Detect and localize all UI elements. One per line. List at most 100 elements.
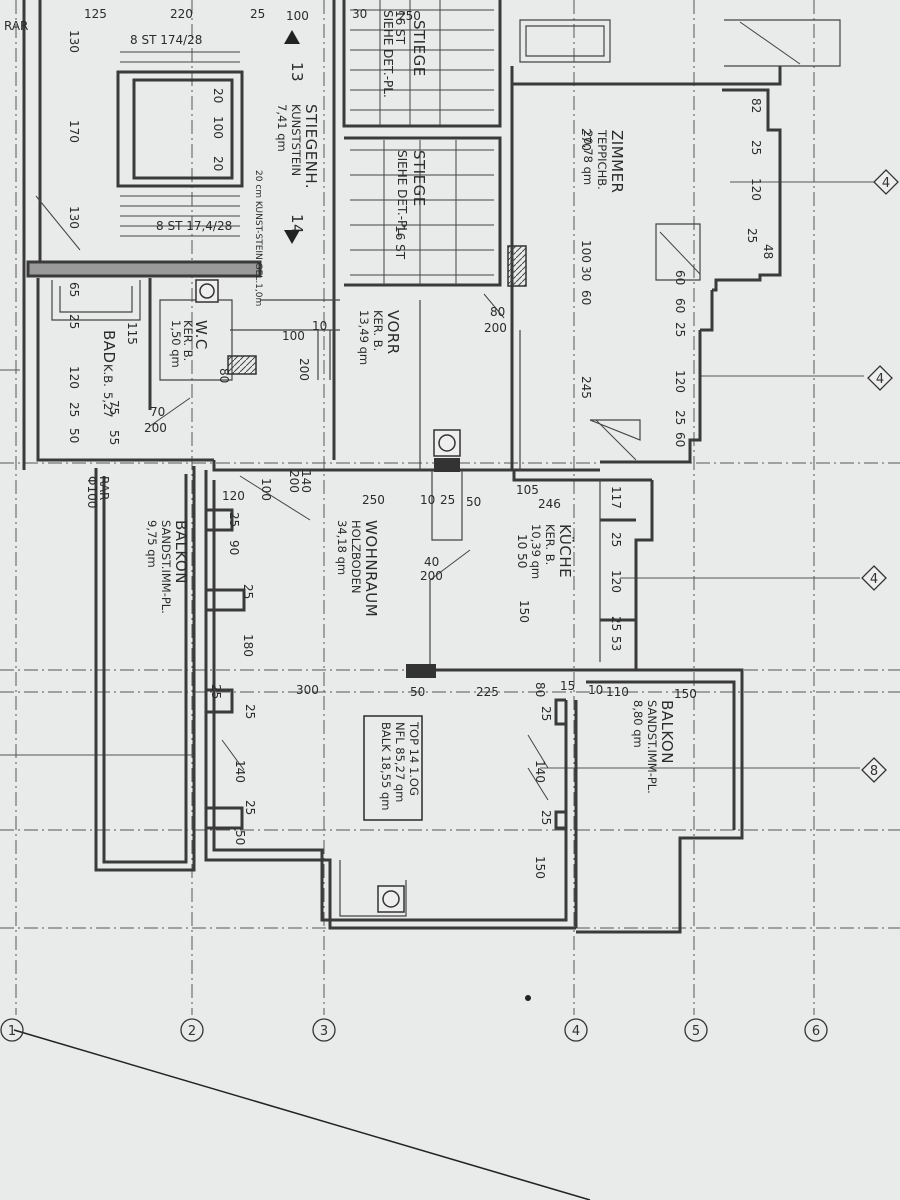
dim: 10 bbox=[420, 493, 435, 507]
axis-marker: 3 bbox=[312, 1018, 336, 1042]
axis-marker: 6 bbox=[804, 1018, 828, 1042]
dim: 25 bbox=[209, 684, 223, 699]
dim: 100 bbox=[211, 116, 225, 139]
diameter-label: Φ100 bbox=[85, 476, 99, 508]
dim: 200 bbox=[287, 470, 301, 493]
dim: 55 bbox=[107, 430, 121, 445]
dim: 140 bbox=[233, 760, 247, 783]
dim: 48 bbox=[761, 244, 775, 259]
door-swings bbox=[35, 21, 801, 801]
section-marker-label: 4 bbox=[876, 372, 884, 387]
room-area: 8,80 qm bbox=[631, 700, 645, 748]
dim: 40 bbox=[424, 555, 439, 569]
top-line-1: TOP 14 1.OG bbox=[407, 721, 421, 796]
dim: 225 bbox=[476, 685, 499, 699]
dim: 150 bbox=[517, 600, 531, 623]
axis-marker-label: 1 bbox=[8, 1024, 16, 1039]
room-name: BALKON bbox=[658, 700, 676, 764]
room-name: BALKON bbox=[172, 520, 190, 584]
dim: 250 bbox=[398, 9, 421, 23]
dim: 75 bbox=[107, 400, 121, 415]
dim: 200 bbox=[420, 569, 443, 583]
room-name: WOHNRAUM bbox=[362, 520, 380, 617]
section-marker-label: 4 bbox=[870, 572, 878, 587]
dim: 120 bbox=[609, 570, 623, 593]
dim: 250 bbox=[362, 493, 385, 507]
room-stiegenh: STIEGENH. KUNSTSTEIN 7,41 qm bbox=[275, 104, 320, 189]
section-marker: 4 bbox=[873, 169, 899, 195]
arrow-icon bbox=[284, 30, 300, 44]
room-area: 7,41 qm bbox=[275, 104, 289, 152]
stair-number: 13 bbox=[288, 62, 306, 82]
dim: 70 bbox=[150, 405, 165, 419]
arrow-icon bbox=[284, 230, 300, 244]
dim: 53 bbox=[609, 636, 623, 651]
room-floor: SANDST.IMM-PL. bbox=[159, 520, 173, 614]
top-line-2: NFL 85,27 qm bbox=[393, 722, 407, 802]
columns bbox=[227, 245, 527, 678]
dim: 25 bbox=[749, 140, 763, 155]
sheet-edge bbox=[13, 1029, 591, 1200]
dim: 30 bbox=[579, 266, 593, 281]
railing-note: 20 cm KUNST-STEIN GEL.1,0m bbox=[253, 170, 263, 306]
dim: 100 bbox=[259, 478, 273, 501]
room-floor: SANDST.IMM-PL. bbox=[645, 700, 659, 794]
dim: 100 bbox=[579, 240, 593, 263]
room-area: 20,78 qm bbox=[581, 130, 595, 185]
dim: 60 bbox=[673, 270, 687, 285]
room-name: STIEGENH. bbox=[302, 104, 320, 189]
dim: 25 bbox=[539, 810, 553, 825]
section-marker-label: 8 bbox=[870, 764, 878, 779]
dim: 105 bbox=[516, 483, 539, 497]
dim: 60 bbox=[673, 432, 687, 447]
stair-note: SIEHE DET.-PL. bbox=[381, 10, 395, 98]
rar-label: RAR bbox=[4, 19, 28, 33]
dim: 110 bbox=[606, 685, 629, 699]
room-balkon-right: BALKON SANDST.IMM-PL. 8,80 qm bbox=[631, 700, 676, 794]
room-area: 1,50 qm bbox=[169, 320, 183, 368]
dim: 200 bbox=[484, 321, 507, 335]
dim: 25 bbox=[539, 706, 553, 721]
dim: 117 bbox=[609, 486, 623, 509]
room-floor: TEPPICHB. bbox=[595, 129, 609, 190]
dim: 200 bbox=[297, 358, 311, 381]
axis-marker-label: 4 bbox=[572, 1024, 580, 1039]
axis-marker-label: 5 bbox=[692, 1024, 700, 1039]
section-marker: 8 bbox=[861, 757, 887, 783]
room-floor: K.B. bbox=[101, 364, 115, 387]
room-floor: HOLZBODEN bbox=[349, 520, 363, 593]
room-area: 13,49 qm bbox=[357, 310, 371, 365]
dim: 120 bbox=[749, 178, 763, 201]
section-marker: 4 bbox=[867, 365, 893, 391]
dim: 120 bbox=[673, 370, 687, 393]
dim: 115 bbox=[125, 322, 139, 345]
room-floor: KER. B. bbox=[371, 310, 385, 351]
section-marker: 4 bbox=[861, 565, 887, 591]
room-area: 9,75 qm bbox=[145, 520, 159, 568]
top-summary-box: TOP 14 1.OG NFL 85,27 qm BALK 18,55 qm bbox=[363, 715, 423, 821]
dim: 25 bbox=[227, 512, 241, 527]
axis-marker: 5 bbox=[684, 1018, 708, 1042]
dim: 80 bbox=[490, 305, 505, 319]
dim: 25 bbox=[673, 410, 687, 425]
dim: 25 bbox=[609, 616, 623, 631]
room-vorr: VORR KER. B. 13,49 qm bbox=[357, 310, 402, 365]
dim: 180 bbox=[241, 634, 255, 657]
room-bad: BAD K.B. 5,27 bbox=[100, 330, 118, 418]
dim: 25 bbox=[609, 532, 623, 547]
dim: 130 bbox=[67, 206, 81, 229]
dim: 200 bbox=[144, 421, 167, 435]
dim: 25 bbox=[67, 314, 81, 329]
room-wohnraum: WOHNRAUM HOLZBODEN 34,18 qm bbox=[335, 520, 380, 617]
dim: 90 bbox=[227, 540, 241, 555]
axis-marker: 4 bbox=[564, 1018, 588, 1042]
axis-marker: 2 bbox=[180, 1018, 204, 1042]
room-kueche: KÜCHE KER. B. 10,39 qm bbox=[529, 524, 575, 579]
room-name: ZIMMER bbox=[608, 130, 626, 193]
dim: 130 bbox=[67, 30, 81, 53]
room-floor: KUNSTSTEIN bbox=[289, 104, 303, 176]
stair-count: 16 ST bbox=[393, 225, 407, 260]
stair-label: STIEGE bbox=[410, 20, 428, 77]
rar-label: RAR bbox=[97, 476, 111, 500]
